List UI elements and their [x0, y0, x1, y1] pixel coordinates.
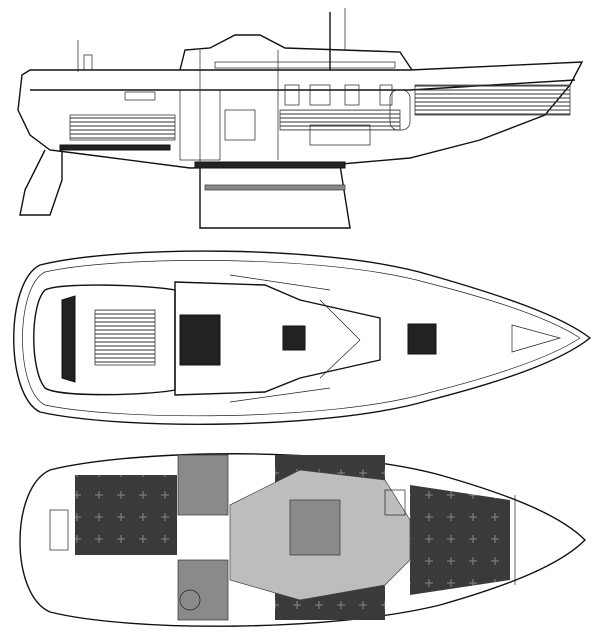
forward-hatch-2	[407, 323, 437, 355]
interior-plan-view	[19, 453, 586, 627]
companionway-hatch	[179, 314, 221, 366]
cockpit	[33, 284, 176, 396]
aft-berth-port	[75, 475, 177, 555]
rudder	[19, 149, 63, 216]
hull-profile	[17, 61, 584, 169]
sheer-line	[30, 79, 576, 91]
keel	[199, 164, 351, 229]
deck-plan-view	[13, 250, 592, 425]
profile-view	[17, 8, 584, 229]
forward-hatch-1	[282, 325, 306, 351]
v-berth	[410, 485, 510, 595]
cabin-house	[179, 34, 413, 71]
cabin-top	[174, 281, 381, 396]
deck-outline	[13, 250, 592, 425]
